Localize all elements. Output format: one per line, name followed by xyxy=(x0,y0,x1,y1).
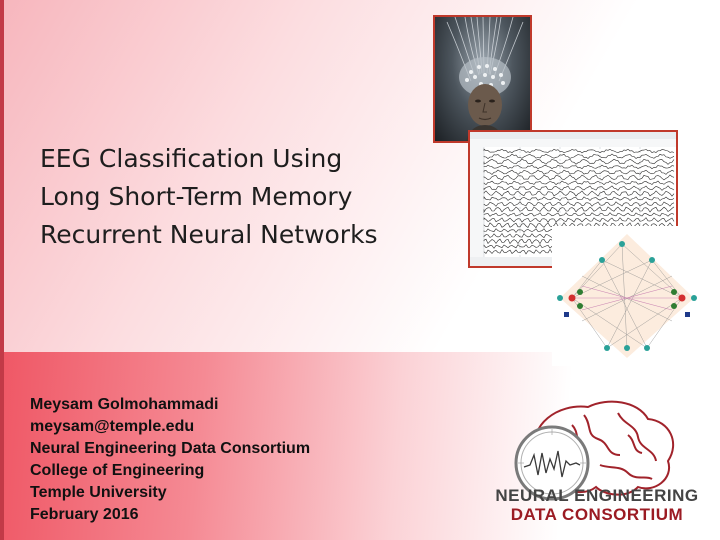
eeg-channel-trace xyxy=(483,169,675,175)
title-line-2: Long Short-Term Memory xyxy=(40,182,353,211)
title-line-1: EEG Classification Using xyxy=(40,144,343,173)
eeg-channel-trace xyxy=(483,196,675,201)
left-edge-accent xyxy=(0,0,4,540)
eeg-channel-trace xyxy=(483,206,675,213)
eeg-channel-trace xyxy=(483,212,675,217)
eeg-channel-trace xyxy=(483,217,675,223)
eeg-channel-trace xyxy=(483,164,675,170)
eeg-channel-trace xyxy=(483,185,675,191)
neural-network-diagram xyxy=(552,226,702,366)
logo-text-line-2: DATA CONSORTIUM xyxy=(510,505,684,524)
author-group: Neural Engineering Data Consortium xyxy=(30,440,311,457)
eeg-cap-photo xyxy=(433,15,532,143)
author-name: Meysam Golmohammadi xyxy=(30,396,219,413)
eeg-cap-illustration xyxy=(446,17,524,141)
eeg-channel-trace xyxy=(483,180,675,185)
logo-text-line-1: NEURAL ENGINEERING xyxy=(495,486,699,505)
eeg-channel-trace xyxy=(483,148,675,154)
slide-title: EEG Classification Using Long Short-Term… xyxy=(40,140,440,254)
eeg-channel-trace xyxy=(483,174,675,181)
eeg-channel-trace xyxy=(483,201,675,207)
eeg-channel-trace xyxy=(483,158,675,165)
presentation-date: February 2016 xyxy=(30,506,139,523)
eeg-channel-trace xyxy=(483,190,675,197)
author-college: College of Engineering xyxy=(30,462,205,479)
nedc-logo xyxy=(514,400,675,501)
author-university: Temple University xyxy=(30,484,167,501)
eeg-channel-trace xyxy=(483,153,675,159)
bottom-gradient-band xyxy=(0,352,720,540)
author-info: Meysam Golmohammadi meysam@temple.edu Ne… xyxy=(30,394,390,526)
title-line-3: Recurrent Neural Networks xyxy=(40,220,378,249)
author-email[interactable]: meysam@temple.edu xyxy=(30,418,195,435)
